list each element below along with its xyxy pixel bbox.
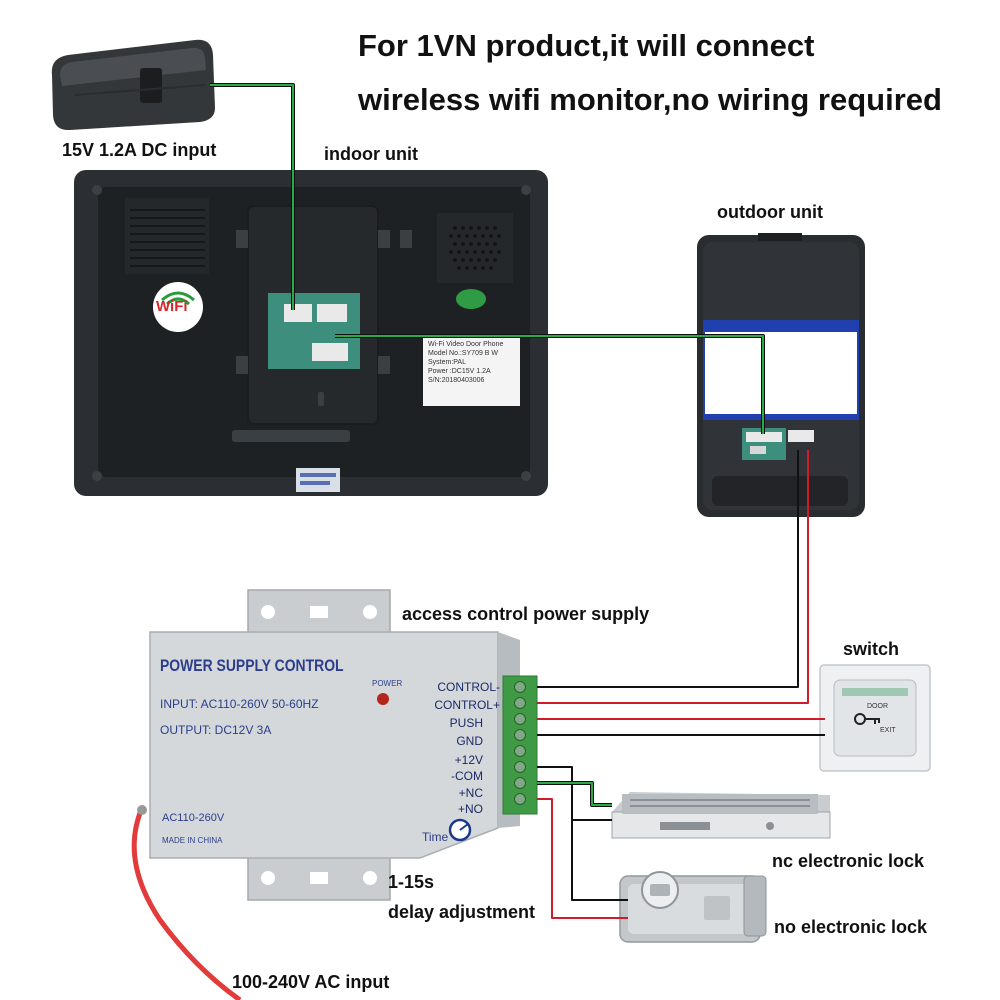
no-wire	[537, 798, 628, 919]
indoor-unit-label: indoor unit	[324, 144, 418, 164]
switch-exit-text: EXIT	[880, 727, 896, 734]
terminal-control-plus: CONTROL+	[434, 698, 500, 712]
wifi-logo: WiFi	[156, 298, 188, 315]
psu-made-in: MADE IN CHINA	[162, 836, 223, 845]
terminal-com: -COM	[451, 769, 483, 783]
access-psu-label: access control power supply	[402, 604, 650, 624]
outdoor-unit-label: outdoor unit	[717, 202, 823, 222]
psu-title: POWER SUPPLY CONTROL	[160, 656, 344, 675]
sticker-system: System:PAL	[428, 359, 466, 366]
outdoor-unit	[697, 233, 865, 517]
indoor-monitor	[74, 170, 548, 496]
control-minus-wire	[537, 450, 799, 688]
nc-magnetic-lock	[611, 792, 831, 839]
delay-adjust-label: delay adjustment	[388, 902, 536, 922]
power-supply-unit	[149, 589, 538, 901]
sticker-model: Model No.:SY709 B W	[428, 350, 499, 357]
monitor-sticker: Wi-Fi Video Door Phone Model No.:SY709 B…	[428, 340, 503, 385]
dc-adapter	[51, 39, 215, 131]
headline-line-1: For 1VN product,it will connect	[358, 28, 815, 63]
terminal-control-minus: CONTROL-	[437, 680, 500, 694]
dc-input-label: 15V 1.2A DC input	[62, 140, 217, 160]
exit-switch	[819, 664, 931, 772]
psu-output-spec: OUTPUT: DC12V 3A	[160, 723, 272, 737]
ac-input-label: 100-240V AC input	[232, 972, 390, 992]
sticker-serial: S/N:20180403006	[428, 377, 485, 384]
terminal-plus-12v: +12V	[454, 753, 483, 767]
nc-lock-label: nc electronic lock	[772, 851, 925, 871]
ac-input-cable	[131, 807, 242, 1000]
no-lock-label: no electronic lock	[774, 917, 928, 937]
terminal-nc: +NC	[458, 786, 483, 800]
nc-wire	[537, 781, 612, 807]
terminal-gnd: GND	[456, 734, 483, 748]
com-wire	[537, 766, 573, 822]
psu-input-spec: INPUT: AC110-260V 50-60HZ	[160, 697, 319, 711]
control-plus-wire	[537, 450, 809, 704]
psu-ac-label: AC110-260V	[162, 812, 225, 824]
switch-door-text: DOOR	[867, 703, 888, 710]
wires	[131, 83, 825, 1000]
terminal-push: PUSH	[449, 716, 483, 730]
psu-time-label: Time	[422, 830, 449, 844]
sticker-title: Wi-Fi Video Door Phone	[428, 341, 504, 348]
psu-power-led-label: POWER	[372, 679, 403, 688]
sticker-power: Power :DC15V 1.2A	[428, 368, 491, 375]
no-electric-lock	[619, 871, 767, 943]
headline-line-2: wireless wifi monitor,no wiring required	[358, 82, 942, 117]
delay-range-label: 1-15s	[388, 872, 435, 892]
switch-label: switch	[843, 639, 900, 659]
terminal-no: +NO	[457, 802, 483, 816]
